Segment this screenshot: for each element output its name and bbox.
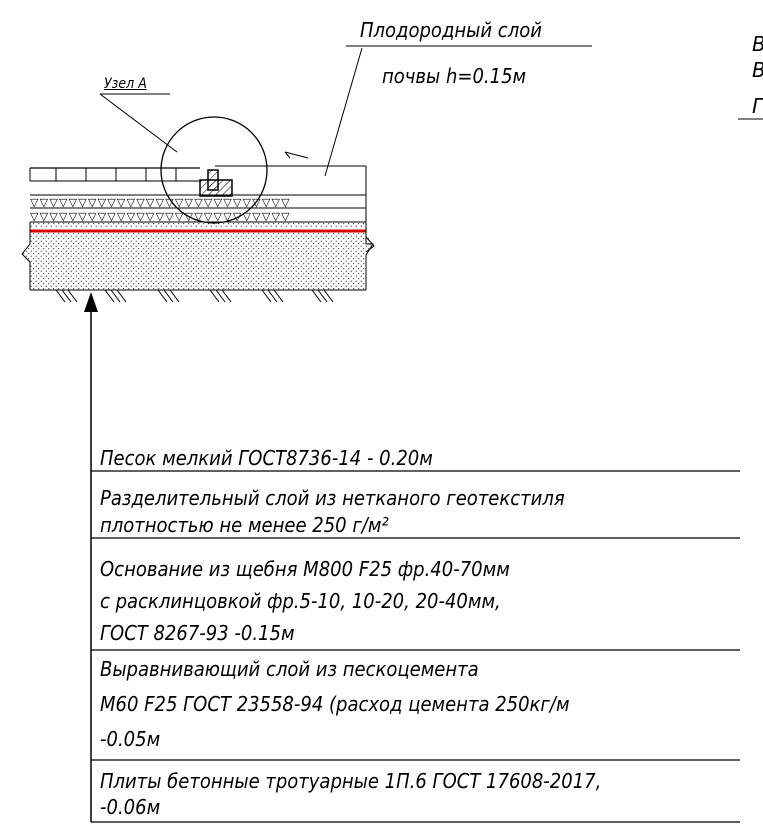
fertile-soil-layer	[215, 151, 367, 196]
right-edge-text-1: В	[752, 32, 763, 56]
layer-separators	[91, 470, 740, 823]
layer-leader-arrow	[84, 292, 98, 822]
node-a-label: Узел А	[104, 76, 147, 92]
svg-text:▽▽▽▽▽▽▽▽▽▽▽▽▽▽▽▽▽▽▽▽▽▽▽▽▽▽▽: ▽▽▽▽▽▽▽▽▽▽▽▽▽▽▽▽▽▽▽▽▽▽▽▽▽▽▽	[30, 210, 291, 223]
fertile-label-line1: Плодородный слой	[360, 18, 542, 42]
svg-text:▽▽▽▽▽▽▽▽▽▽▽▽▽▽▽▽▽▽▽▽▽▽▽▽▽▽▽: ▽▽▽▽▽▽▽▽▽▽▽▽▽▽▽▽▽▽▽▽▽▽▽▽▽▽▽	[30, 196, 291, 209]
layer-leveling-3: -0.05м	[100, 727, 161, 751]
layer-geotextile-1: Разделительный слой из нетканого геотекс…	[100, 486, 565, 510]
ground-hatching	[55, 289, 334, 303]
layer-crushed-stone-1: Основание из щебня М800 F25 фр.40-70мм	[100, 557, 510, 581]
layer-crushed-stone-2: с расклинцовкой фр.5-10, 10-20, 20-40мм,	[100, 589, 501, 613]
paving-slab-layer	[29, 167, 200, 182]
geotextile-layer	[30, 222, 366, 233]
fertile-label-line2: почвы h=0.15м	[382, 64, 527, 88]
right-edge-text-2: В	[752, 58, 763, 82]
layer-geotextile-2: плотностью не менее 250 г/м²	[100, 513, 389, 537]
node-circle	[160, 116, 268, 224]
layer-sand: Песок мелкий ГОСТ8736-14 - 0.20м	[100, 446, 433, 470]
layer-paving-slabs-2: -0.06м	[100, 795, 161, 819]
layer-leveling-2: М60 F25 ГОСТ 23558-94 (расход цемента 25…	[100, 692, 570, 716]
right-edge-text-3: Г	[752, 94, 763, 118]
sand-layer	[21, 196, 375, 291]
layer-leveling-1: Выравнивающий слой из пескоцемента	[100, 657, 479, 681]
layer-crushed-stone-3: ГОСТ 8267-93 -0.15м	[100, 621, 295, 645]
crushed-stone-layer: ▽▽▽▽▽▽▽▽▽▽▽▽▽▽▽▽▽▽▽▽▽▽▽▽▽▽▽ ▽▽▽▽▽▽▽▽▽▽▽▽…	[30, 196, 366, 223]
curb-stone	[199, 169, 233, 197]
layer-paving-slabs-1: Плиты бетонные тротуарные 1П.6 ГОСТ 1760…	[100, 769, 602, 793]
